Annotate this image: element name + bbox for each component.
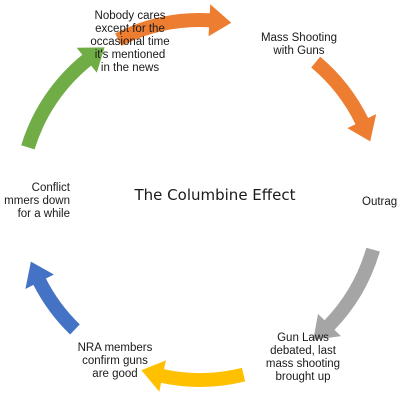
arrow-nra-to-conflict xyxy=(25,261,80,335)
node-nra-members: NRA members confirm guns are good xyxy=(77,342,153,380)
node-gun-laws-debated: Gun Laws debated, last mass shooting bro… xyxy=(265,332,341,383)
node-nobody-cares: Nobody cares except for the occasional t… xyxy=(90,10,170,74)
arrow-gun-laws-to-nra xyxy=(141,360,246,392)
node-mass-shooting: Mass Shooting with Guns xyxy=(260,32,338,57)
arrow-conflict-to-nobody-cares xyxy=(21,47,105,150)
arrow-mass-shooting-to-outrage xyxy=(311,56,377,142)
diagram-title: The Columbine Effect xyxy=(134,186,296,204)
node-conflict-simmers: Conflict mmers down for a while xyxy=(4,182,70,220)
arrow-nobody-cares-to-mass-shooting xyxy=(115,4,232,46)
arrow-outrage-to-gun-laws xyxy=(313,247,380,340)
node-outrage: Outrag xyxy=(362,196,398,208)
